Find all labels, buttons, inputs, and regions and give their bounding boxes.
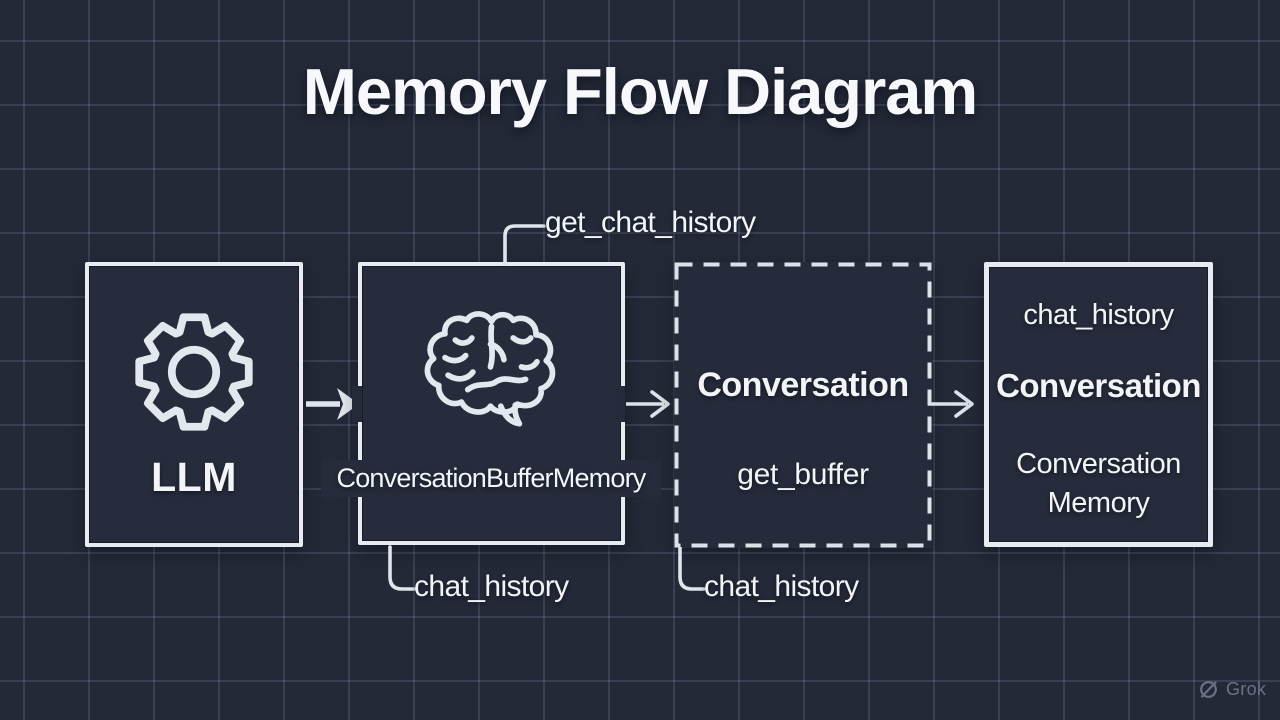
node-conversation-method: get_buffer bbox=[737, 458, 869, 491]
node-conversation: Conversation get_buffer bbox=[674, 262, 932, 548]
grok-logo-icon bbox=[1200, 681, 1217, 698]
result-conversation-memory: Conversation Memory bbox=[1016, 448, 1181, 519]
connector-get-chat-history bbox=[503, 224, 546, 266]
connector-chat-history-1 bbox=[388, 545, 416, 591]
result-chat-history: chat_history bbox=[1023, 299, 1174, 331]
connector-chat-history-2 bbox=[678, 547, 706, 591]
grok-watermark-label: Grok bbox=[1226, 679, 1267, 699]
brain-icon bbox=[424, 311, 556, 427]
label-chat-history-2: chat_history bbox=[704, 570, 859, 603]
flow-arrow-3 bbox=[928, 390, 974, 418]
border-gap bbox=[615, 386, 625, 422]
grok-watermark: Grok bbox=[1198, 679, 1266, 700]
flow-arrow-1 bbox=[306, 388, 359, 420]
label-get-chat-history: get_chat_history bbox=[545, 206, 756, 239]
label-chat-history-1: chat_history bbox=[414, 570, 569, 603]
result-conversation: Conversation bbox=[996, 367, 1201, 404]
node-conversation-title: Conversation bbox=[697, 366, 909, 404]
flow-arrow-2 bbox=[626, 390, 670, 418]
node-conversation-buffer-memory: ConversationBufferMemory bbox=[321, 262, 661, 545]
node-llm-label: LLM bbox=[151, 454, 237, 500]
node-llm: LLM bbox=[85, 262, 303, 547]
dashed-border bbox=[674, 262, 932, 548]
node-result: chat_history Conversation Conversation M… bbox=[984, 262, 1213, 547]
border-gap bbox=[352, 386, 362, 422]
node-conversation-buffer-memory-label: ConversationBufferMemory bbox=[321, 460, 661, 497]
page-title: Memory Flow Diagram bbox=[302, 55, 978, 128]
gear-icon bbox=[135, 313, 253, 431]
